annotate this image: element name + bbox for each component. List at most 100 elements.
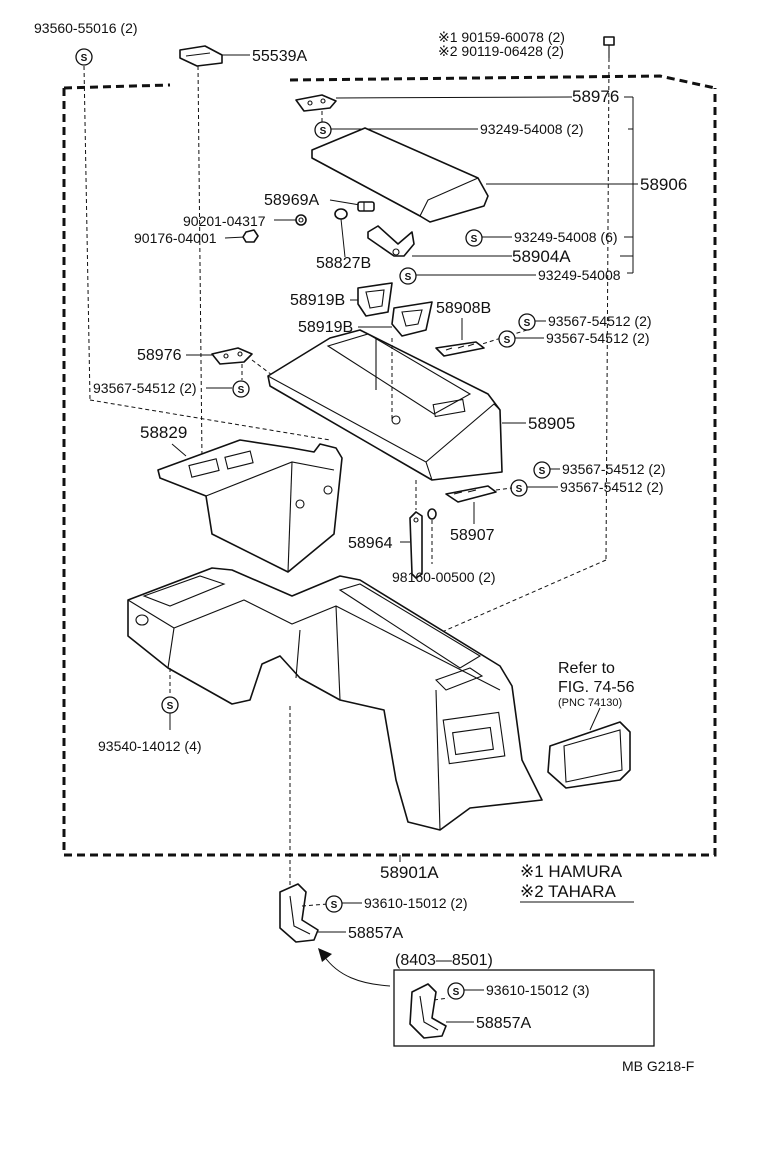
- label-58827B: 58827B: [316, 255, 371, 272]
- label-58976-left: 58976: [137, 347, 182, 364]
- part-58906-console-lid: [311, 127, 489, 223]
- s-symbol-93249-a: S: [314, 121, 332, 139]
- legend-hamura: ※1 HAMURA: [520, 862, 623, 881]
- s-symbol-93567-a: S: [518, 313, 536, 331]
- label-58976-top: 58976: [572, 87, 619, 106]
- note-hamura-bolt: ※1 90159-60078 (2): [438, 29, 565, 45]
- label-93540-14012: 93540-14012 (4): [98, 738, 202, 754]
- assembly-frame-bottom: [64, 88, 717, 857]
- arrow-curve: [323, 955, 391, 987]
- label-90201-04317: 90201-04317: [183, 213, 266, 229]
- part-58908B-switch-plate: [435, 341, 485, 357]
- s-symbol-93249-c: S: [399, 267, 417, 285]
- figure-reference: FIG. 74-56: [558, 679, 635, 696]
- leader-58827B: [340, 218, 346, 258]
- label-93567-54512-d: 93567-54512 (2): [562, 461, 666, 477]
- label-58908B: 58908B: [436, 300, 491, 317]
- svg-text:S: S: [167, 701, 174, 712]
- leader-93560: [83, 65, 91, 401]
- figure-code: MB G218-F: [622, 1058, 694, 1074]
- leader-90176: [224, 236, 246, 239]
- label-58907: 58907: [450, 527, 495, 544]
- part-58901A-lower-console: [127, 567, 543, 831]
- label-55539A: 55539A: [252, 48, 307, 65]
- label-58919B-a: 58919B: [290, 292, 345, 309]
- s-symbol-93567-b: S: [498, 330, 516, 348]
- leader-93610-a-dash: [301, 903, 329, 907]
- label-93610-15012-b: 93610-15012 (3): [486, 982, 590, 998]
- label-93567-54512-b: 93567-54512 (2): [546, 330, 650, 346]
- label-98160-00500: 98160-00500 (2): [392, 569, 496, 585]
- leader-58829: [171, 443, 187, 457]
- note-tahara-bolt: ※2 90119-06428 (2): [438, 43, 564, 59]
- leader-bolt-to-console: [434, 559, 607, 636]
- svg-text:S: S: [453, 987, 460, 998]
- label-90176-04001: 90176-04001: [134, 230, 217, 246]
- leader-58907-side: [495, 487, 513, 491]
- svg-text:S: S: [524, 318, 531, 329]
- leader-55539A-down: [197, 65, 203, 461]
- label-58829: 58829: [140, 423, 187, 442]
- part-58904A-hinge: [367, 225, 415, 257]
- part-58976-bracket-top: [295, 94, 337, 112]
- leader-refer-fig: [589, 707, 601, 731]
- bolt-icon: [603, 36, 615, 58]
- label-58904A: 58904A: [512, 247, 571, 266]
- label-date-range: (8403—8501): [395, 952, 493, 969]
- label-93610-15012-a: 93610-15012 (2): [364, 895, 468, 911]
- label-58964: 58964: [348, 535, 393, 552]
- part-ashtray-reference: [547, 721, 631, 789]
- label-93567-54512-c: 93567-54512 (2): [93, 380, 197, 396]
- part-90176-nut: [242, 229, 259, 243]
- assembly-frame-top-right: [289, 74, 716, 90]
- arrow-head-icon: [318, 948, 332, 962]
- label-58901A: 58901A: [380, 863, 439, 882]
- label-58905: 58905: [528, 414, 575, 433]
- part-98160-clip: [427, 508, 437, 520]
- label-58857A-b: 58857A: [476, 1015, 531, 1032]
- part-58829-tray: [157, 439, 343, 573]
- leader-93560-to-58829: [89, 399, 331, 441]
- label-93249-54008-a: 93249-54008 (2): [480, 121, 584, 137]
- s-symbol-93560: S: [75, 48, 93, 66]
- svg-text:S: S: [504, 335, 511, 346]
- label-93249-54008-b: 93249-54008 (6): [514, 229, 618, 245]
- part-58976-bracket-left: [211, 347, 253, 365]
- s-symbol-93540: S: [161, 696, 179, 714]
- label-93567-54512-a: 93567-54512 (2): [548, 313, 652, 329]
- label-58906: 58906: [640, 175, 687, 194]
- leader-58969A: [329, 199, 361, 206]
- label-93560-55016: 93560-55016 (2): [34, 20, 138, 36]
- svg-text:S: S: [405, 272, 412, 283]
- part-58919B-plate-lower: [391, 301, 433, 337]
- assembly-frame-top-left: [63, 83, 171, 90]
- label-58919B-b: 58919B: [298, 319, 353, 336]
- part-58964-bracket: [409, 511, 423, 579]
- part-58969A-bolt: [357, 201, 375, 212]
- part-58905-upper-console: [267, 329, 503, 481]
- refer-to-label: Refer to: [558, 660, 615, 677]
- leader-58976-top: [335, 96, 573, 99]
- svg-text:S: S: [516, 484, 523, 495]
- svg-text:S: S: [471, 234, 478, 245]
- part-small-nut: [334, 208, 348, 220]
- s-symbol-93610-b: S: [447, 982, 465, 1000]
- part-55539A-clip: [179, 45, 223, 67]
- s-symbol-93610-a: S: [325, 895, 343, 913]
- part-90201-washer: [295, 214, 307, 226]
- label-58857A-a: 58857A: [348, 925, 403, 942]
- label-93249-54008-c: 93249-54008: [538, 267, 621, 283]
- s-symbol-93567-e: S: [510, 479, 528, 497]
- s-symbol-93249-b: S: [465, 229, 483, 247]
- label-93567-54512-e: 93567-54512 (2): [560, 479, 664, 495]
- s-symbol-93567-c: S: [232, 380, 250, 398]
- svg-text:S: S: [539, 466, 546, 477]
- svg-text:S: S: [81, 53, 88, 64]
- leader-93610-b-dash: [433, 997, 449, 1001]
- legend-tahara: ※2 TAHARA: [520, 882, 616, 901]
- part-58907-switch-plate: [445, 485, 497, 503]
- part-58857A-bracket: [279, 883, 319, 943]
- inset-box: [393, 969, 655, 1047]
- part-58919B-plate-upper: [357, 282, 393, 317]
